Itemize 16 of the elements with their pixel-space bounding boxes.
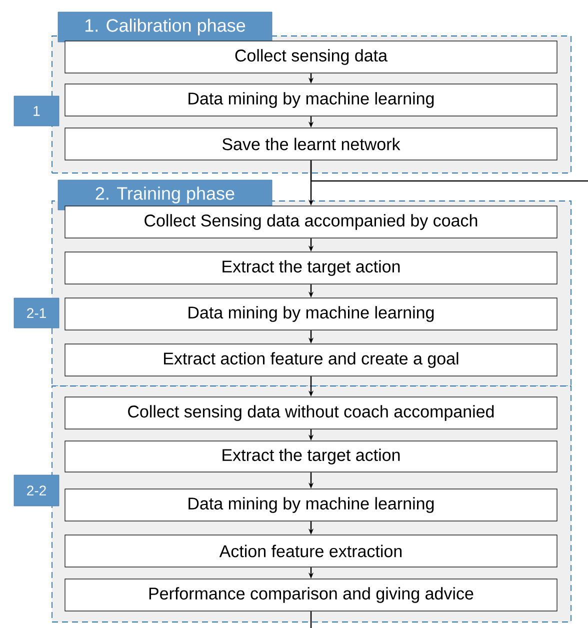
process-box: Extract action feature and create a goal (64, 344, 558, 376)
process-box: Extract the target action (64, 252, 558, 284)
phase-tab: 1. Calibration phase (58, 12, 272, 42)
process-box: Save the learnt network (64, 128, 558, 160)
process-box: Data mining by machine learning (64, 298, 558, 330)
process-box: Extract the target action (64, 440, 558, 472)
process-box: Collect sensing data without coach accompanied (64, 396, 558, 430)
process-box: Action feature extraction (64, 534, 558, 568)
side-tag: 2-1 (14, 298, 60, 328)
side-tag: 1 (14, 96, 60, 126)
process-box: Collect sensing data (64, 40, 558, 74)
process-box: Performance comparison and giving advice (64, 578, 558, 612)
process-box: Data mining by machine learning (64, 84, 558, 116)
side-tag: 2-2 (14, 474, 60, 506)
process-box: Collect Sensing data accompanied by coach (64, 206, 558, 238)
process-box: Data mining by machine learning (64, 488, 558, 522)
